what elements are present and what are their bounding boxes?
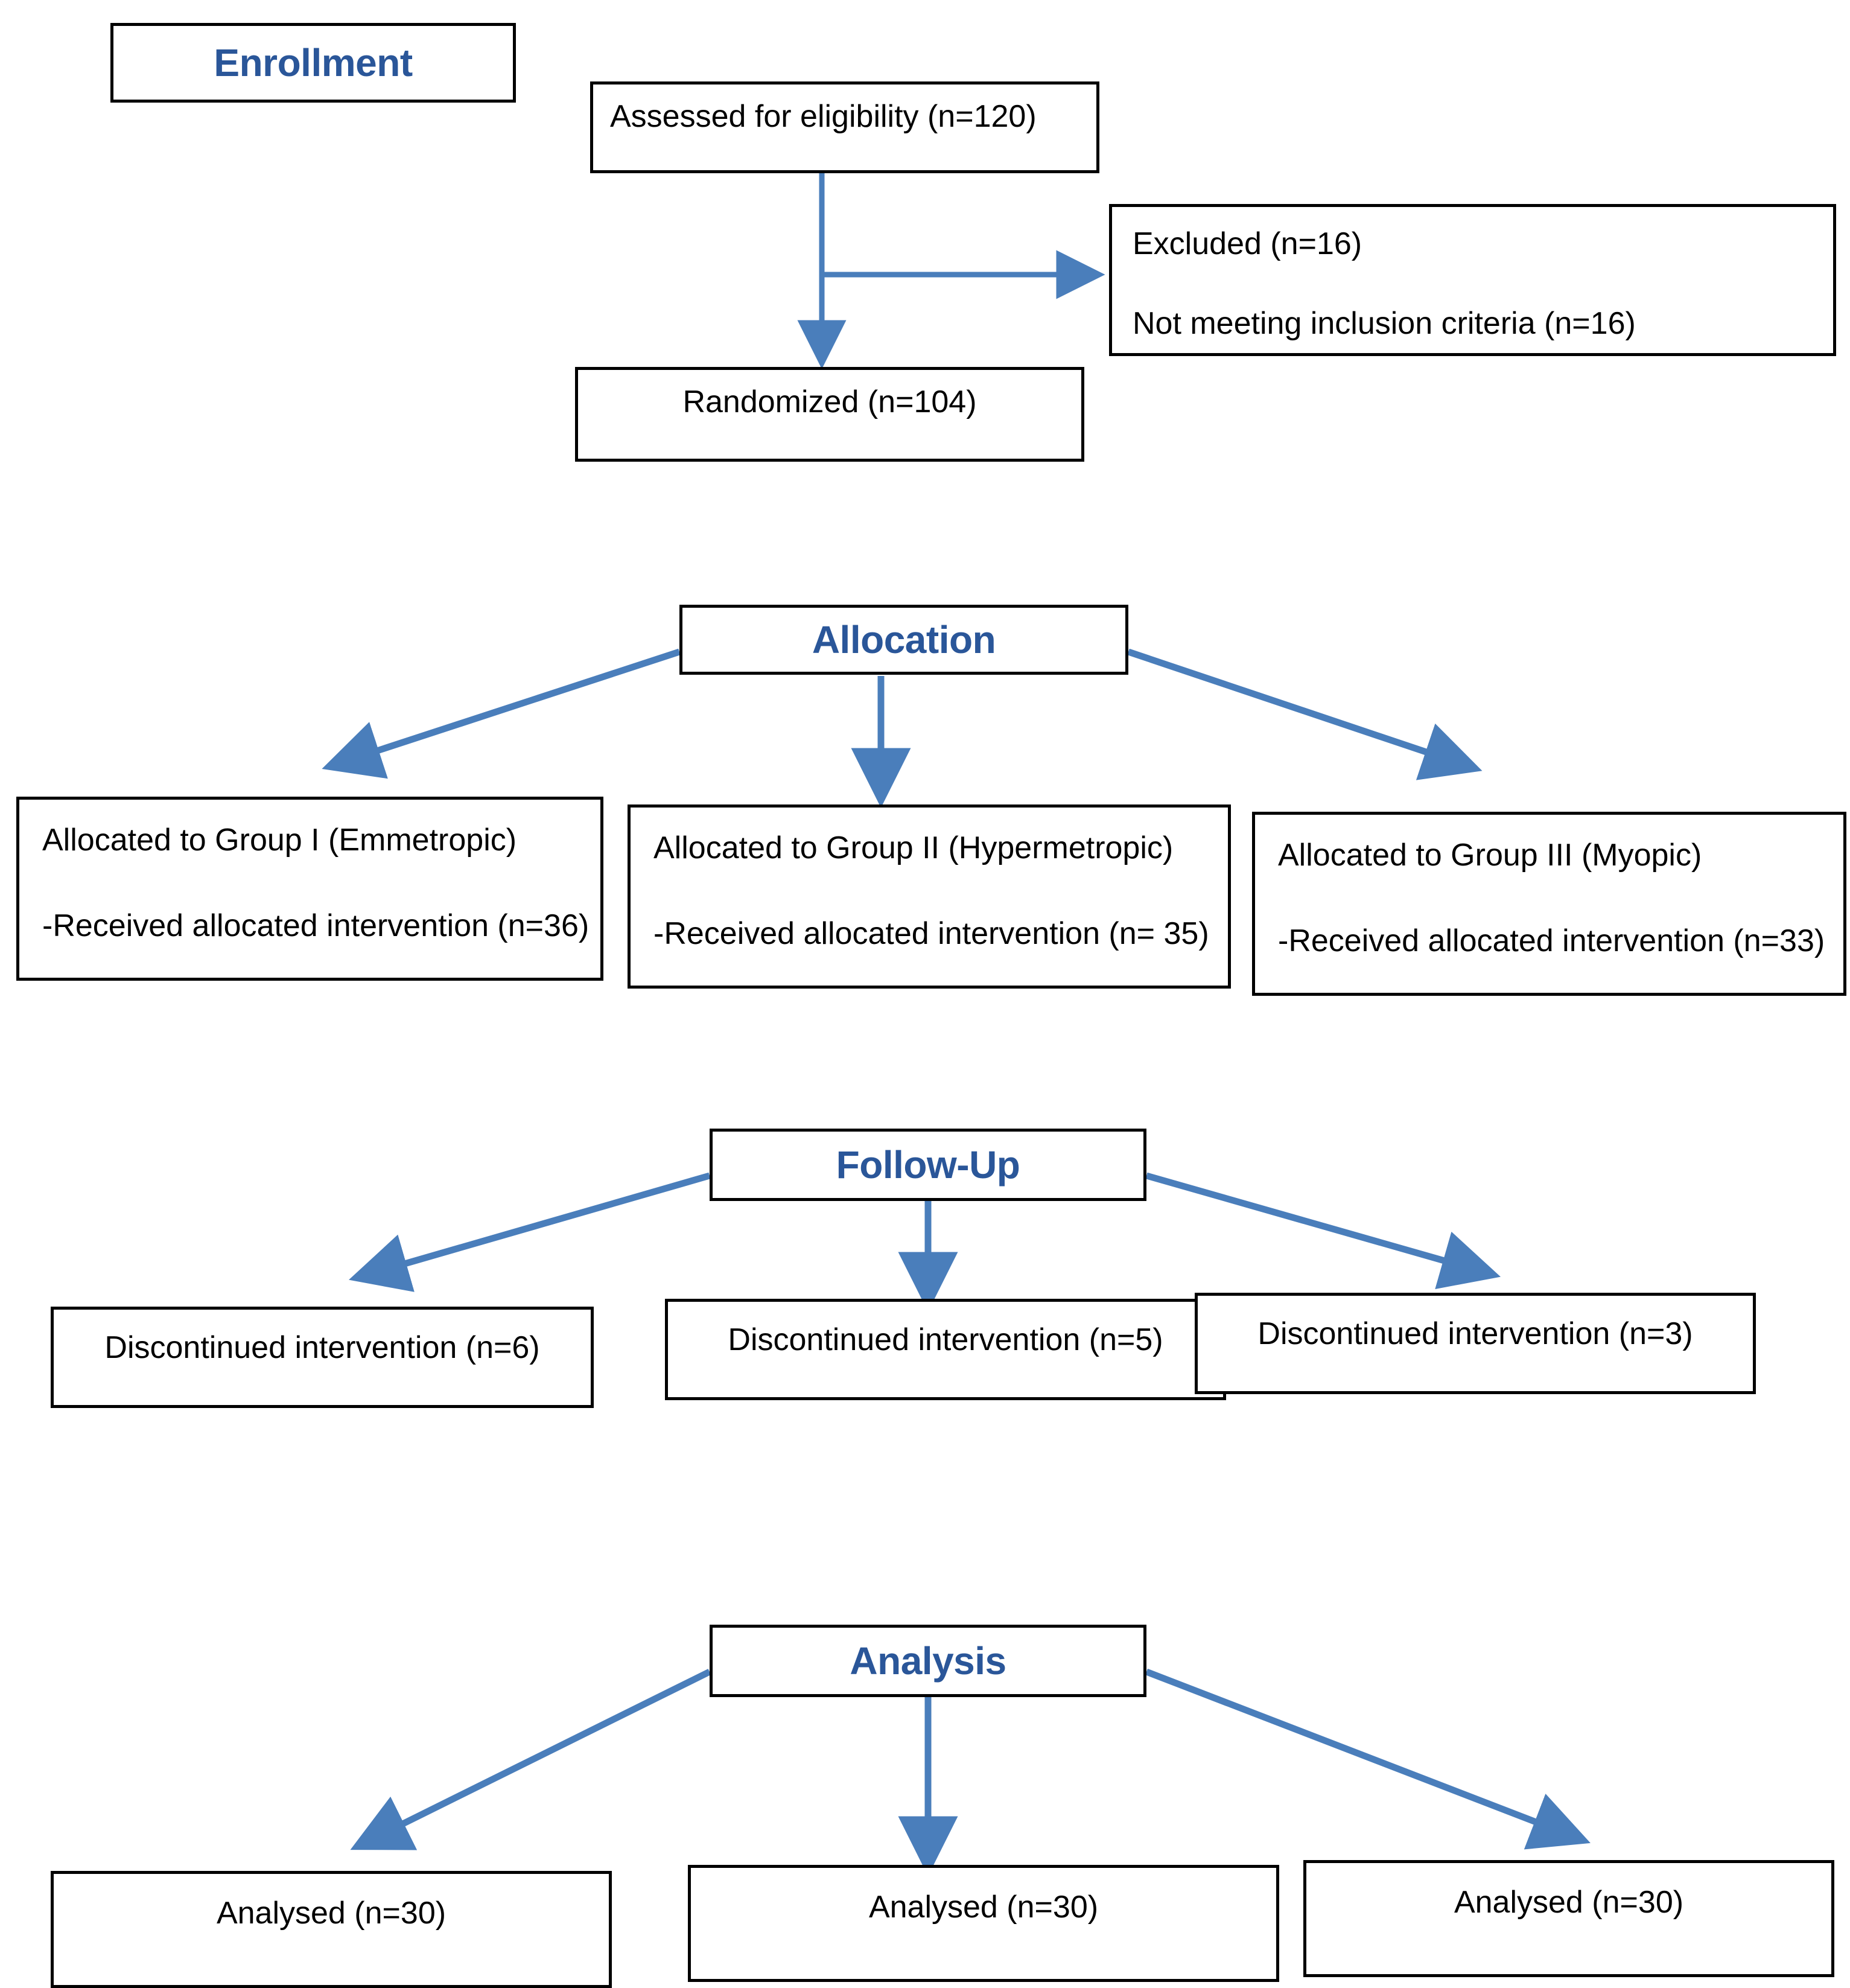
allocation-group-3-box: Allocated to Group III (Myopic) -Receive…: [1252, 812, 1846, 996]
followup-stage-title: Follow-Up: [836, 1142, 1020, 1187]
analysis-group-2-box: Analysed (n=30): [688, 1865, 1279, 1982]
excluded-reason-text: Not meeting inclusion criteria (n=16): [1133, 305, 1636, 341]
followup-group-1-discontinued: Discontinued intervention (n=6): [104, 1330, 540, 1365]
analysis-group-3-box: Analysed (n=30): [1303, 1860, 1834, 1977]
followup-stage-header: Follow-Up: [710, 1129, 1146, 1201]
allocation-group-3-received: -Received allocated intervention (n=33): [1278, 923, 1825, 958]
allocation-group-1-box: Allocated to Group I (Emmetropic) -Recei…: [16, 797, 603, 981]
excluded-box: Excluded (n=16) Not meeting inclusion cr…: [1109, 204, 1836, 356]
analysis-stage-header: Analysis: [710, 1625, 1146, 1697]
excluded-count-text: Excluded (n=16): [1133, 226, 1362, 261]
followup-group-2-box: Discontinued intervention (n=5): [665, 1299, 1226, 1400]
followup-group-3-discontinued: Discontinued intervention (n=3): [1257, 1316, 1693, 1351]
enrollment-stage-title: Enrollment: [214, 40, 413, 84]
followup-group-3-box: Discontinued intervention (n=3): [1195, 1293, 1756, 1394]
allocation-group-1-title: Allocated to Group I (Emmetropic): [42, 823, 517, 858]
followup-group-2-discontinued: Discontinued intervention (n=5): [728, 1322, 1163, 1357]
randomized-text: Randomized (n=104): [682, 384, 977, 419]
arrow-analysis-to-group1: [350, 1669, 711, 1850]
analysis-group-3-analysed: Analysed (n=30): [1454, 1885, 1684, 1920]
assessed-for-eligibility-box: Assessed for eligibility (n=120): [590, 81, 1099, 173]
arrow-followup-to-group3: [1145, 1172, 1501, 1289]
arrow-followup-to-group1: [349, 1172, 711, 1292]
arrow-analysis-to-group3: [1145, 1668, 1591, 1850]
analysis-stage-title: Analysis: [850, 1639, 1006, 1683]
randomized-box: Randomized (n=104): [575, 367, 1084, 462]
allocation-stage-header: Allocation: [679, 605, 1128, 675]
arrow-allocation-to-group1: [322, 648, 681, 779]
followup-group-1-box: Discontinued intervention (n=6): [51, 1307, 594, 1408]
allocation-group-1-received: -Received allocated intervention (n=36): [42, 908, 590, 943]
allocation-group-2-title: Allocated to Group II (Hypermetropic): [653, 830, 1174, 865]
enrollment-stage-header: Enrollment: [110, 23, 516, 103]
analysis-group-1-box: Analysed (n=30): [51, 1871, 612, 1988]
allocation-group-2-box: Allocated to Group II (Hypermetropic) -R…: [628, 804, 1231, 989]
analysis-group-2-analysed: Analysed (n=30): [868, 1890, 1099, 1925]
allocation-stage-title: Allocation: [812, 617, 996, 661]
allocation-group-2-received: -Received allocated intervention (n= 35): [653, 916, 1209, 951]
allocation-group-3-title: Allocated to Group III (Myopic): [1278, 838, 1702, 873]
analysis-group-1-analysed: Analysed (n=30): [216, 1896, 447, 1931]
arrow-allocation-to-group3: [1127, 648, 1483, 780]
assessed-for-eligibility-text: Assessed for eligibility (n=120): [610, 99, 1037, 134]
